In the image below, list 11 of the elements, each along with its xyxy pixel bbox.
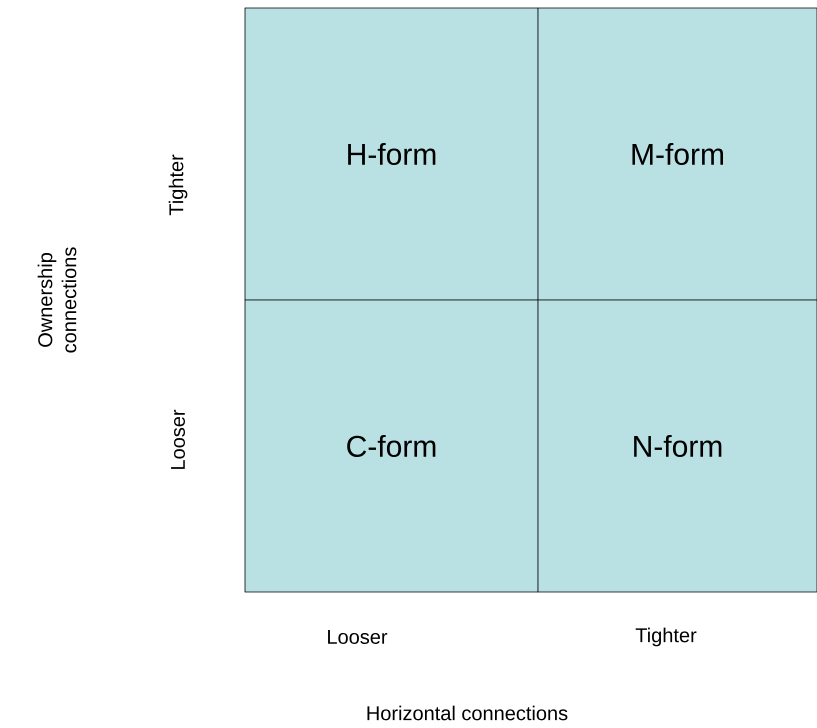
axis-title: Ownership connections — [38, 247, 76, 352]
axis-label: Tighter — [636, 628, 696, 646]
node-label: M-form — [632, 142, 724, 165]
axis-label: Tighter — [168, 154, 188, 216]
axis-label: Looser — [328, 630, 388, 644]
axis-label: Looser — [171, 410, 185, 469]
grid-cell: C-form — [244, 300, 538, 592]
grid-cell: H-form — [244, 8, 538, 300]
grid-cell: N-form — [538, 300, 817, 592]
grid-cell: M-form — [538, 8, 817, 300]
axis-title: Horizontal connections — [367, 706, 568, 720]
